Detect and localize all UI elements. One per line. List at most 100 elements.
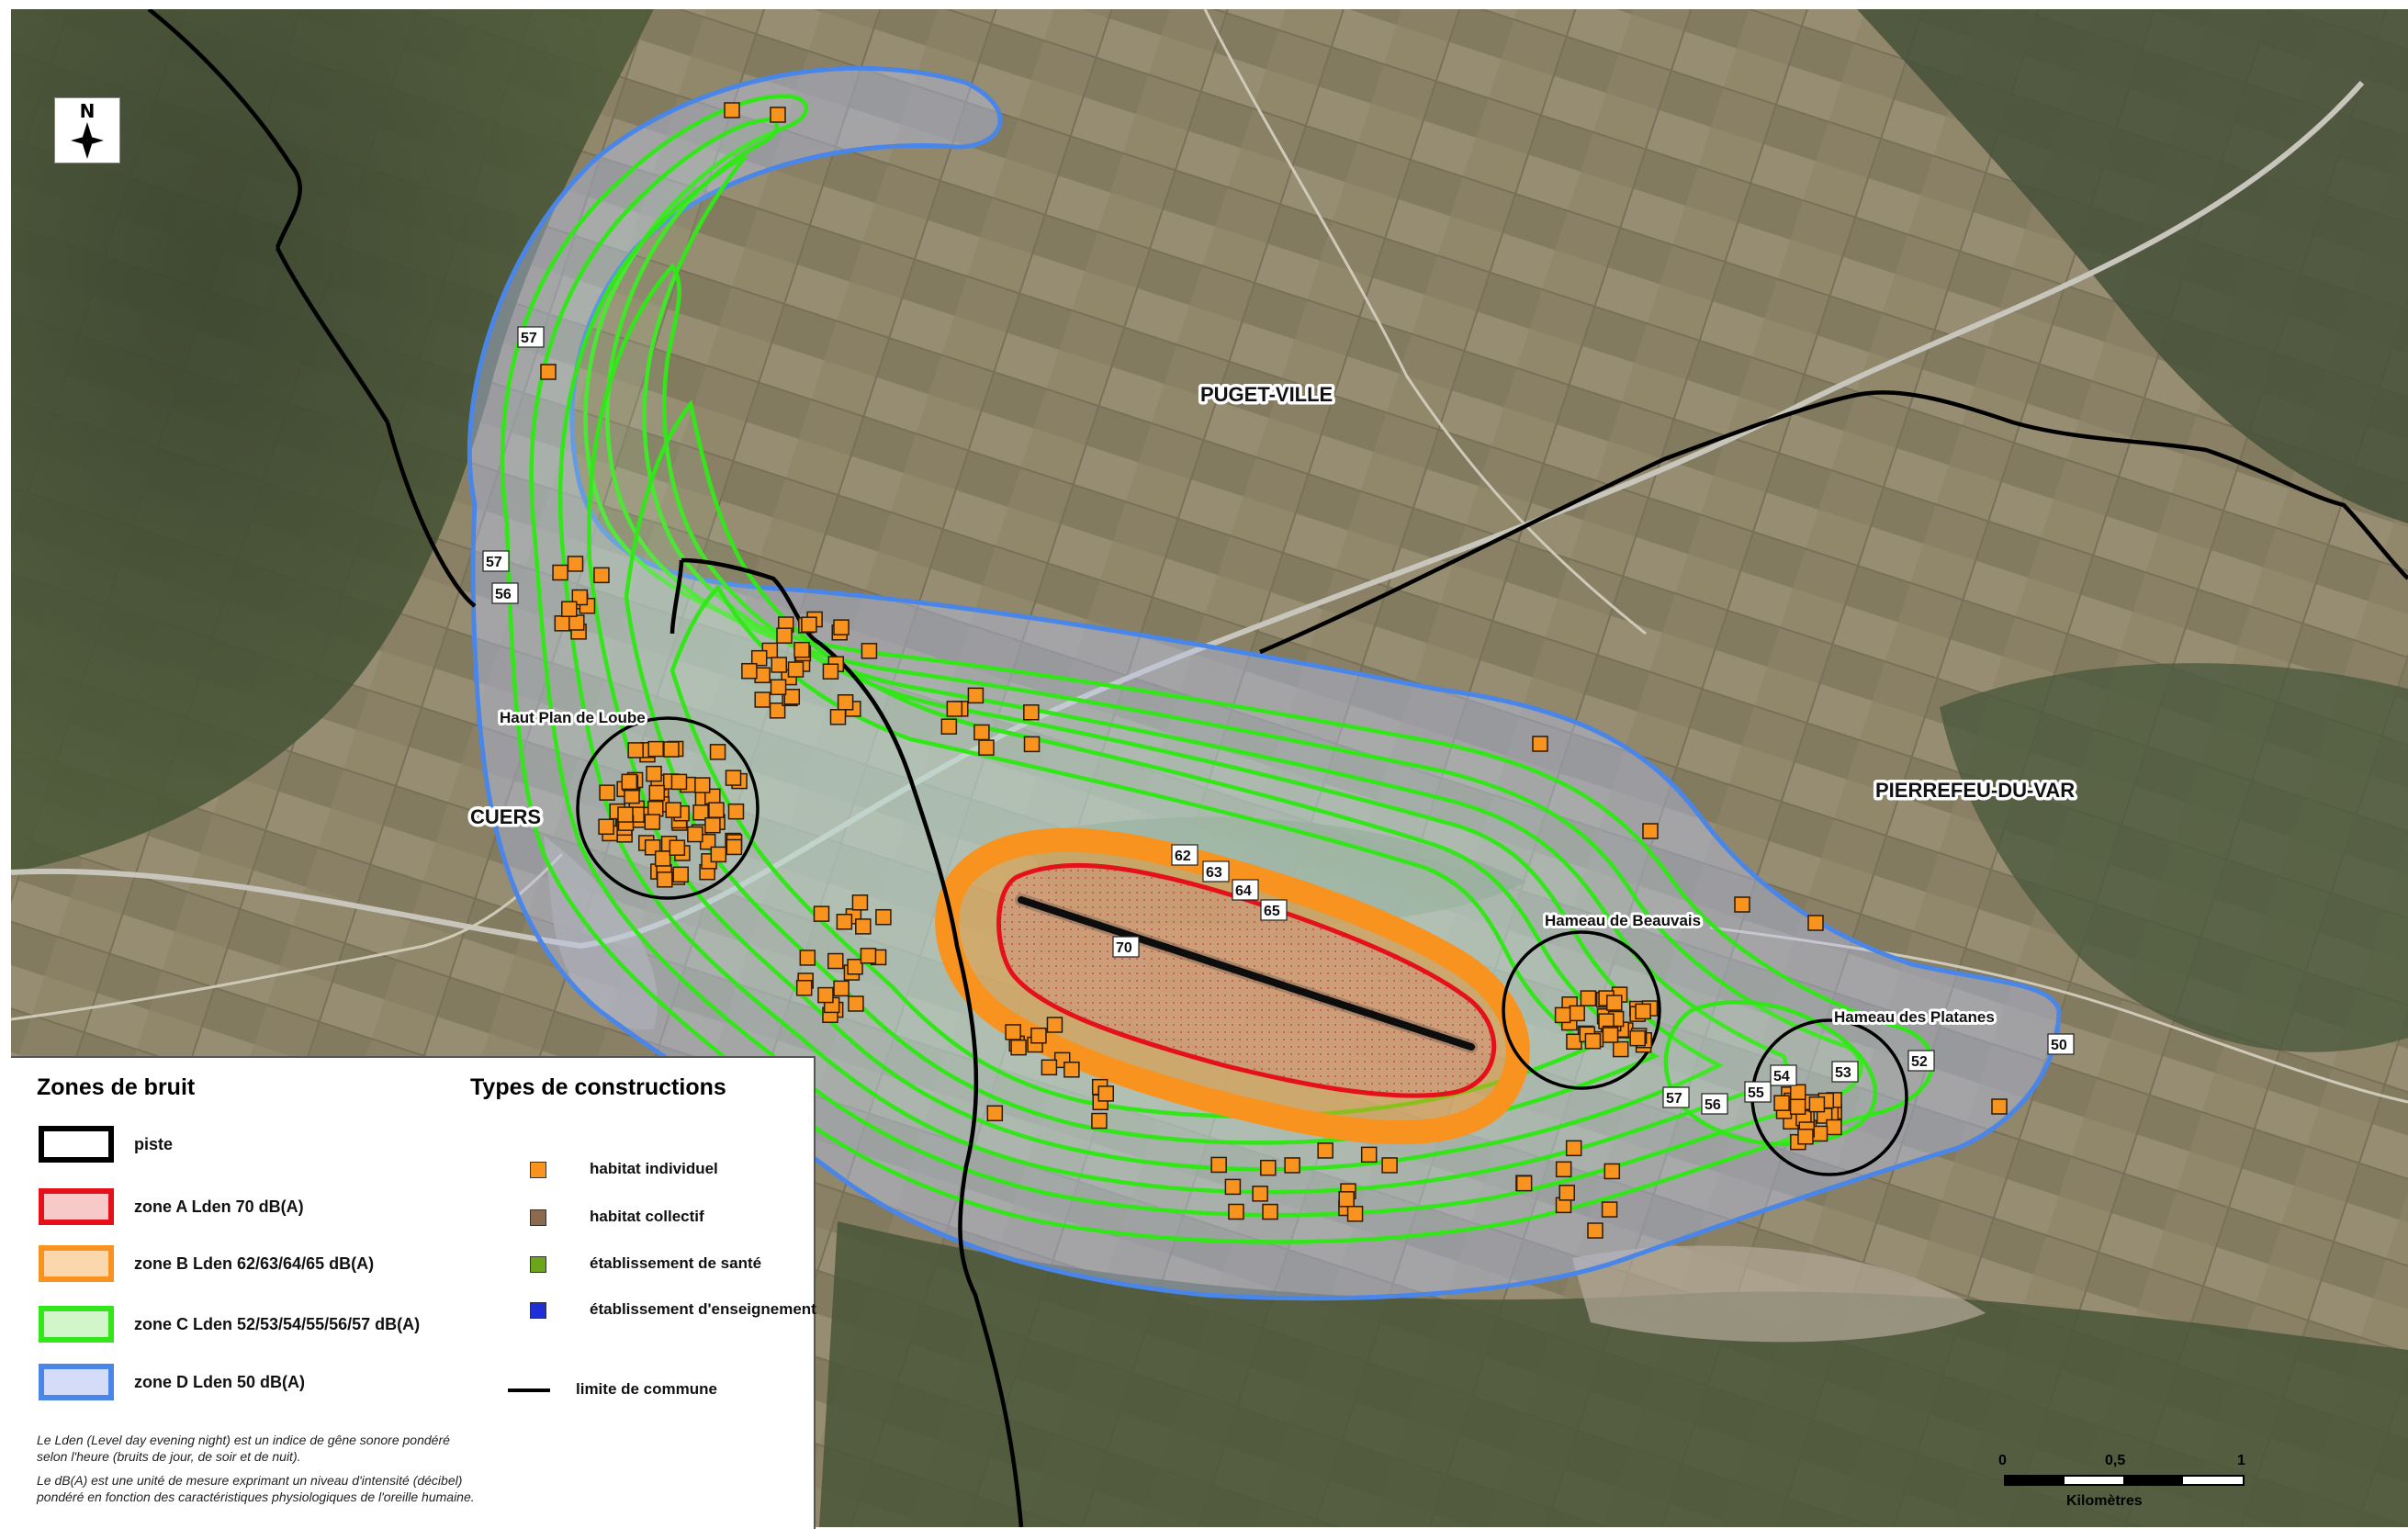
building-marker bbox=[940, 718, 958, 735]
building-marker bbox=[1569, 1005, 1585, 1022]
legend-swatch-piste bbox=[39, 1126, 114, 1163]
building-marker bbox=[1338, 1191, 1355, 1208]
building-marker bbox=[827, 952, 844, 970]
svg-text:64: 64 bbox=[1235, 883, 1252, 899]
building-marker bbox=[646, 765, 662, 782]
building-marker bbox=[793, 641, 810, 658]
north-arrow-label: N bbox=[79, 100, 96, 122]
legend-type-sante: établissement de santé bbox=[475, 1253, 815, 1280]
building-marker bbox=[1360, 1146, 1378, 1164]
building-marker bbox=[770, 107, 786, 123]
contour-label: 57 bbox=[1662, 1086, 1690, 1108]
building-marker bbox=[1010, 1039, 1027, 1056]
building-marker bbox=[1642, 823, 1659, 839]
building-marker bbox=[554, 615, 571, 632]
zone-d-contour[interactable] bbox=[467, 65, 2062, 1301]
building-marker bbox=[648, 784, 666, 802]
legend-label-habitat-collectif: habitat collectif bbox=[590, 1208, 704, 1225]
building-marker bbox=[801, 616, 817, 633]
building-marker bbox=[973, 724, 990, 741]
building-marker bbox=[1991, 1098, 2008, 1115]
building-marker bbox=[770, 679, 787, 696]
building-marker bbox=[1515, 1175, 1533, 1192]
legend-type-habitat-individuel: habitat individuel bbox=[475, 1158, 815, 1186]
building-marker bbox=[599, 784, 615, 801]
building-marker bbox=[1260, 1159, 1277, 1176]
scale-tick-half: 0,5 bbox=[2105, 1453, 2126, 1468]
building-marker bbox=[851, 894, 869, 911]
building-marker bbox=[692, 804, 709, 821]
contour-label: 63 bbox=[1202, 860, 1230, 883]
building-marker bbox=[1773, 1095, 1790, 1111]
contour-label: 62 bbox=[1171, 844, 1198, 866]
building-marker bbox=[672, 866, 689, 883]
motorway bbox=[11, 81, 2365, 950]
forest-south bbox=[819, 1221, 2408, 1527]
building-marker bbox=[813, 905, 830, 922]
building-marker bbox=[1030, 1027, 1047, 1044]
scale-tick-1: 1 bbox=[2237, 1453, 2245, 1468]
legend-zones-title: Zones de bruit bbox=[37, 1074, 196, 1100]
building-marker bbox=[568, 614, 585, 631]
building-marker bbox=[1807, 915, 1824, 931]
contour-label: 54 bbox=[1770, 1064, 1797, 1086]
legend-zone-b: zone B Lden 62/63/64/65 dB(A) bbox=[39, 1245, 470, 1289]
building-marker bbox=[710, 846, 727, 863]
building-marker bbox=[1580, 990, 1597, 1006]
legend-type-habitat-collectif: habitat collectif bbox=[475, 1206, 815, 1233]
building-marker bbox=[946, 701, 963, 717]
building-marker bbox=[571, 589, 589, 606]
building-marker bbox=[704, 816, 721, 834]
legend-swatch-habitat-individuel bbox=[530, 1162, 546, 1178]
contour-label: 56 bbox=[491, 582, 519, 604]
runway[interactable] bbox=[1018, 896, 1475, 1051]
building-marker bbox=[1584, 1032, 1602, 1050]
building-marker bbox=[833, 619, 850, 635]
building-marker bbox=[986, 1105, 1004, 1122]
building-marker bbox=[540, 364, 557, 380]
building-marker bbox=[669, 839, 686, 856]
legend-type-enseignement: établissement d'enseignement bbox=[475, 1299, 816, 1326]
building-marker bbox=[1317, 1142, 1333, 1159]
svg-text:52: 52 bbox=[1911, 1054, 1928, 1070]
legend-zone-c: zone C Lden 52/53/54/55/56/57 dB(A) bbox=[39, 1306, 470, 1350]
building-marker bbox=[1635, 1003, 1651, 1020]
building-marker bbox=[644, 814, 661, 830]
noise-map[interactable]: PUGET-VILLE CUERS PIERREFEU-DU-VAR Haut … bbox=[11, 9, 2408, 1527]
building-marker bbox=[670, 773, 688, 791]
legend-zone-d: zone D Lden 50 dB(A) bbox=[39, 1364, 470, 1408]
building-marker bbox=[552, 564, 568, 581]
building-marker bbox=[1612, 1040, 1629, 1058]
building-marker bbox=[860, 948, 877, 964]
label-pierrefeu-du-var: PIERREFEU-DU-VAR bbox=[1875, 779, 2075, 802]
building-marker bbox=[855, 918, 872, 935]
contour-labels: 57 57 56 62 63 64 65 70 57 56 55 54 53 5… bbox=[482, 326, 2075, 1115]
svg-text:57: 57 bbox=[1666, 1091, 1682, 1107]
label-cuers: CUERS bbox=[470, 805, 541, 828]
legend-swatch-zone-b bbox=[39, 1245, 114, 1282]
north-arrow: N bbox=[54, 97, 120, 163]
scale-unit: Kilomètres bbox=[2066, 1493, 2143, 1509]
legend-label-piste: piste bbox=[134, 1135, 174, 1153]
legend-swatch-sante bbox=[530, 1256, 546, 1273]
building-marker bbox=[1210, 1156, 1227, 1174]
building-marker bbox=[1284, 1157, 1300, 1174]
building-marker bbox=[687, 826, 703, 843]
building-marker bbox=[1808, 1096, 1826, 1113]
building-marker bbox=[726, 838, 743, 856]
svg-text:57: 57 bbox=[521, 331, 537, 346]
building-marker bbox=[795, 980, 813, 996]
building-marker bbox=[1629, 1029, 1646, 1047]
building-marker bbox=[1097, 1085, 1115, 1102]
building-marker bbox=[978, 739, 995, 756]
building-marker bbox=[1023, 703, 1040, 721]
road-east bbox=[1709, 926, 2408, 1104]
legend-note-dba: Le dB(A) est une unité de mesure exprima… bbox=[37, 1473, 475, 1504]
building-marker bbox=[799, 950, 816, 966]
building-marker bbox=[647, 800, 664, 817]
svg-text:53: 53 bbox=[1835, 1065, 1851, 1081]
contour-label: 53 bbox=[1831, 1061, 1859, 1083]
label-hameau-des-platanes: Hameau des Platanes bbox=[1834, 1008, 1995, 1026]
building-marker bbox=[617, 806, 634, 823]
building-marker bbox=[967, 687, 985, 704]
